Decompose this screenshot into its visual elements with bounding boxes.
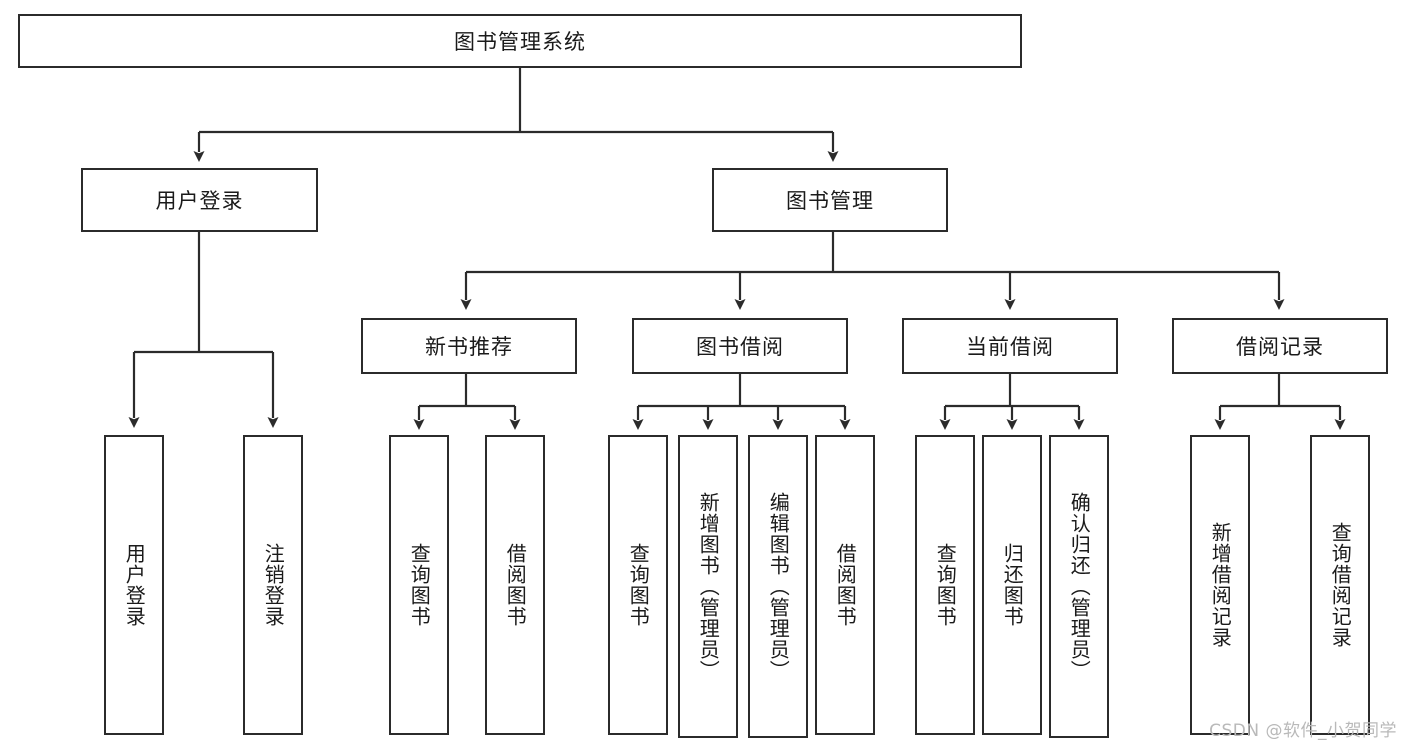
leaf-user-login[interactable]: 用户登录	[104, 435, 164, 735]
leaf-user-logout[interactable]: 注销登录	[243, 435, 303, 735]
node-book-management-label: 图书管理	[786, 189, 874, 213]
node-user-login-label: 用户登录	[155, 189, 244, 213]
node-book-management[interactable]: 图书管理	[712, 168, 948, 232]
leaf-confirm-return-admin-label: 确认归还（管理员）	[1067, 492, 1092, 681]
node-book-borrow-label: 图书借阅	[696, 335, 784, 359]
node-root-label: 图书管理系统	[454, 30, 586, 54]
leaf-confirm-return-admin[interactable]: 确认归还（管理员）	[1049, 435, 1109, 738]
leaf-return-book[interactable]: 归还图书	[982, 435, 1042, 735]
node-current-borrow-label: 当前借阅	[966, 335, 1054, 359]
watermark: CSDN @软件_小贺同学	[1209, 721, 1397, 741]
leaf-query-book-borrow[interactable]: 查询图书	[608, 435, 668, 735]
leaf-query-book-newbook-label: 查询图书	[407, 543, 432, 627]
node-current-borrow[interactable]: 当前借阅	[902, 318, 1118, 374]
node-borrow-records[interactable]: 借阅记录	[1172, 318, 1388, 374]
leaf-user-login-label: 用户登录	[122, 543, 147, 627]
leaf-edit-book-admin-label: 编辑图书（管理员）	[766, 492, 791, 681]
leaf-borrow-book[interactable]: 借阅图书	[815, 435, 875, 735]
leaf-query-book-current[interactable]: 查询图书	[915, 435, 975, 735]
edge-root-to-level2	[193, 68, 839, 162]
leaf-query-borrow-record-label: 查询借阅记录	[1328, 522, 1353, 648]
edge-borrow-to-leaves	[632, 374, 851, 430]
edge-records-to-leaves	[1214, 374, 1346, 430]
node-borrow-records-label: 借阅记录	[1236, 335, 1324, 359]
edge-current-to-leaves	[939, 374, 1085, 430]
node-new-book-recommend-label: 新书推荐	[425, 335, 513, 359]
edge-bookmgmt-to-level3	[460, 232, 1285, 310]
edge-newbook-to-leaves	[413, 374, 521, 430]
leaf-add-book-admin-label: 新增图书（管理员）	[696, 492, 721, 681]
node-new-book-recommend[interactable]: 新书推荐	[361, 318, 577, 374]
leaf-borrow-book-newbook[interactable]: 借阅图书	[485, 435, 545, 735]
leaf-add-borrow-record-label: 新增借阅记录	[1208, 522, 1233, 648]
leaf-query-book-borrow-label: 查询图书	[626, 543, 651, 627]
node-book-borrow[interactable]: 图书借阅	[632, 318, 848, 374]
leaf-borrow-book-label: 借阅图书	[833, 543, 858, 627]
leaf-add-book-admin[interactable]: 新增图书（管理员）	[678, 435, 738, 738]
edge-userlogin-to-leaves	[128, 232, 279, 428]
leaf-return-book-label: 归还图书	[1000, 543, 1025, 627]
leaf-edit-book-admin[interactable]: 编辑图书（管理员）	[748, 435, 808, 738]
leaf-query-book-current-label: 查询图书	[933, 543, 958, 627]
leaf-add-borrow-record[interactable]: 新增借阅记录	[1190, 435, 1250, 735]
leaf-user-logout-label: 注销登录	[261, 543, 286, 627]
node-root[interactable]: 图书管理系统	[18, 14, 1022, 68]
leaf-query-book-newbook[interactable]: 查询图书	[389, 435, 449, 735]
node-user-login[interactable]: 用户登录	[81, 168, 318, 232]
leaf-borrow-book-newbook-label: 借阅图书	[503, 543, 528, 627]
leaf-query-borrow-record[interactable]: 查询借阅记录	[1310, 435, 1370, 735]
